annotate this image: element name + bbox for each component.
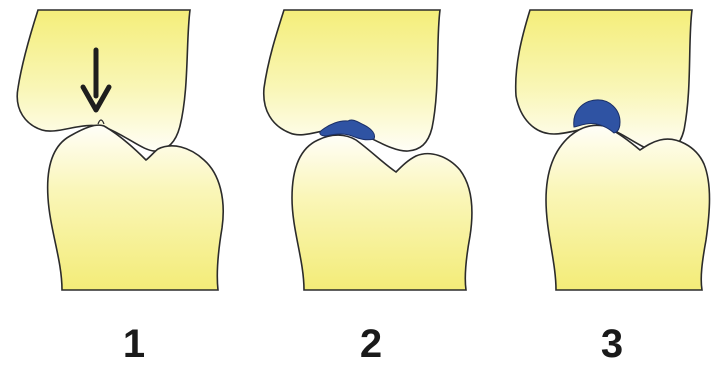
lower-tooth xyxy=(48,125,224,290)
lower-tooth xyxy=(546,125,710,290)
panel-label-3: 3 xyxy=(582,322,642,367)
panel-1 xyxy=(17,10,223,290)
panel-label-2: 2 xyxy=(341,322,401,367)
panel-label-1: 1 xyxy=(104,322,164,367)
lower-tooth xyxy=(292,135,472,290)
panel-3 xyxy=(516,10,710,290)
panel-2 xyxy=(264,10,472,290)
